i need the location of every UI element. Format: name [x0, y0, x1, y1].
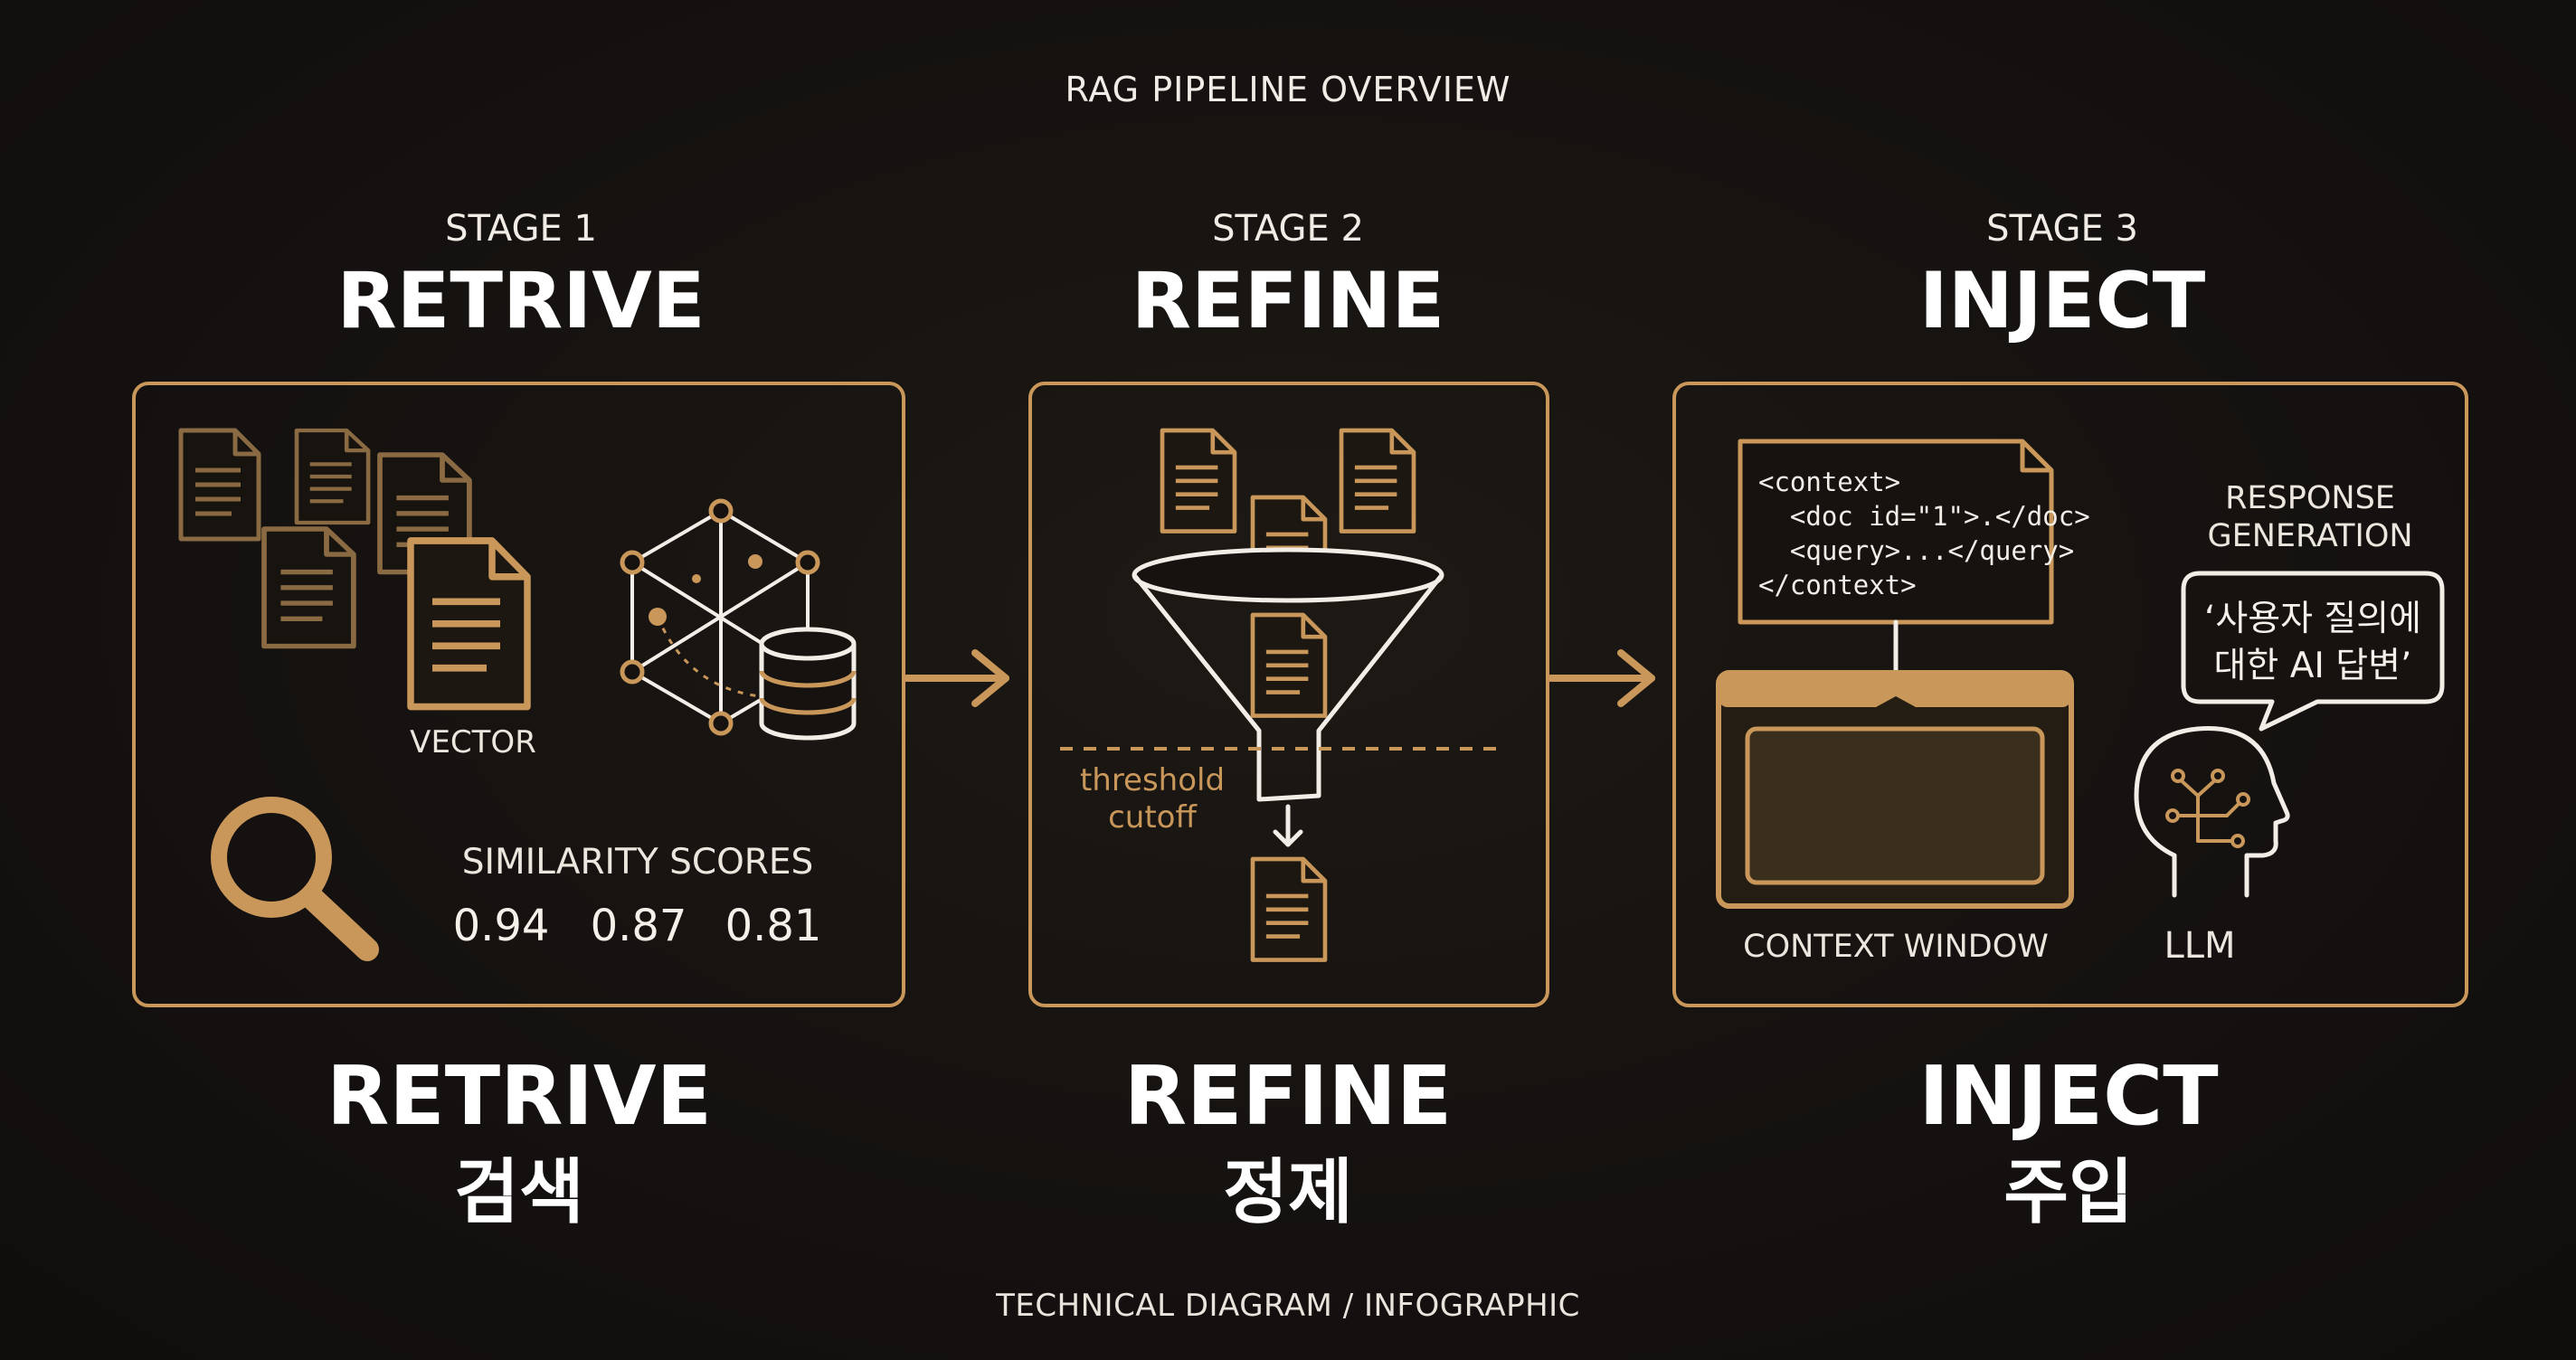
bubble-text-line2: 대한 AI 답변’ — [2213, 646, 2412, 686]
ai-head-icon — [2134, 726, 2290, 898]
score-value: 0.81 — [724, 901, 822, 951]
stage-2-name: REFINE — [1131, 256, 1445, 346]
arrow-right-icon — [903, 649, 1009, 707]
stage-2-bottom-korean: 정제 — [1223, 1152, 1353, 1233]
context-code-block: <context> <doc id="1">.</doc> <query>...… — [1758, 465, 2090, 602]
retrieve-panel — [132, 382, 905, 1007]
stage-1-bottom-name: RETRIVE — [326, 1049, 713, 1144]
code-line: <context> — [1758, 467, 1901, 497]
footer-caption: TECHNICAL DIAGRAM / INFOGRAPHIC — [996, 1288, 1580, 1324]
search-icon — [211, 797, 379, 961]
stage-1-label: STAGE 1 — [445, 208, 597, 250]
stage-3-bottom-korean: 주입 — [2003, 1152, 2134, 1233]
context-window-label: CONTEXT WINDOW — [1743, 929, 2049, 965]
document-stack-icon — [181, 430, 527, 707]
response-generation-line1: RESPONSE — [2225, 480, 2395, 516]
page-title: RAG PIPELINE OVERVIEW — [1065, 70, 1511, 109]
code-line: <query>...</query> — [1758, 535, 2075, 566]
code-line: <doc id="1">.</doc> — [1758, 501, 2090, 532]
document-icon — [181, 430, 259, 539]
similarity-scores-title: SIMILARITY SCORES — [461, 842, 814, 883]
score-value: 0.87 — [590, 901, 687, 951]
document-icon — [1253, 859, 1325, 960]
vector-label: VECTOR — [410, 724, 536, 760]
code-document-icon — [1738, 439, 2054, 625]
document-icon — [297, 430, 368, 523]
stage-1-bottom-korean: 검색 — [454, 1152, 584, 1233]
stage-3-label: STAGE 3 — [1986, 208, 2138, 250]
browser-window-icon — [1716, 670, 2074, 909]
response-generation-line2: GENERATION — [2207, 518, 2413, 554]
stage-1-name: RETRIVE — [336, 256, 706, 346]
document-icon — [1253, 615, 1325, 716]
inject-panel — [1672, 382, 2468, 1007]
bubble-text-line1: ‘사용자 질의에 — [2203, 599, 2422, 639]
funnel-icon — [1132, 547, 1444, 802]
score-value: 0.94 — [452, 901, 550, 951]
threshold-label-line1: threshold — [1079, 762, 1226, 798]
stage-2-bottom-name: REFINE — [1123, 1049, 1453, 1144]
refine-panel — [1028, 382, 1549, 1007]
document-icon — [411, 541, 527, 707]
llm-label: LLM — [2164, 925, 2236, 967]
document-icon — [264, 529, 354, 647]
stage-2-label: STAGE 2 — [1212, 208, 1364, 250]
stage-3-name: INJECT — [1918, 256, 2206, 346]
threshold-label-line2: cutoff — [1108, 799, 1197, 836]
document-icon — [1162, 430, 1235, 532]
database-icon — [759, 627, 857, 741]
speech-bubble-icon — [2181, 571, 2445, 732]
code-line: </context> — [1758, 570, 1917, 600]
arrow-right-icon — [1547, 649, 1655, 707]
document-icon — [1341, 430, 1414, 532]
stage-3-bottom-name: INJECT — [1918, 1049, 2219, 1144]
arrow-down-icon — [1273, 804, 1303, 847]
